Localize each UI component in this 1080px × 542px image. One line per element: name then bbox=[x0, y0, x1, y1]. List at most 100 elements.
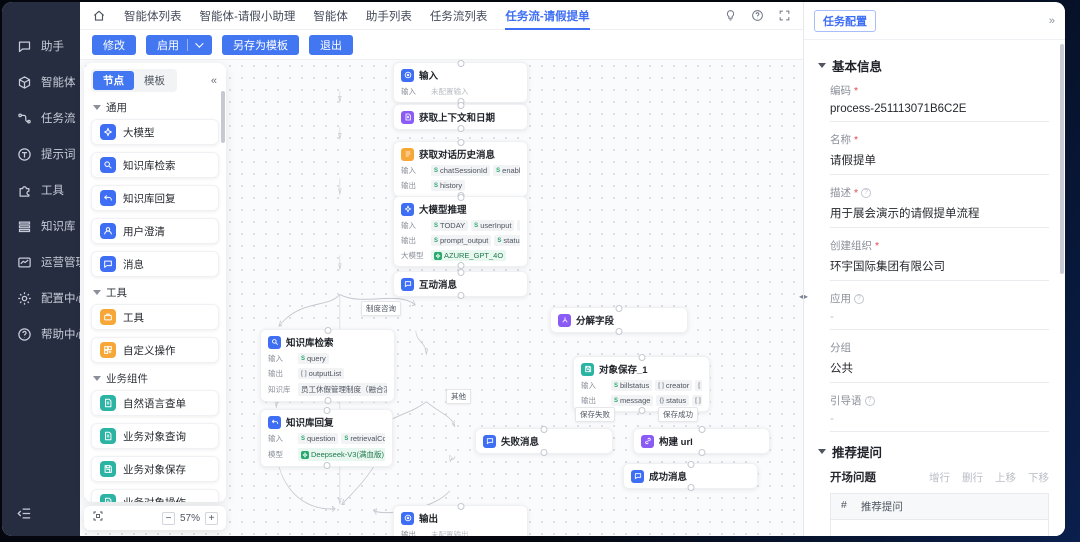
palette-item[interactable]: 工具 bbox=[91, 304, 219, 330]
field-value[interactable]: - bbox=[830, 408, 1049, 432]
row-label: 输出 bbox=[401, 181, 416, 190]
model-icon bbox=[301, 450, 309, 459]
toolbar-button-3[interactable]: 退出 bbox=[309, 34, 353, 55]
field-value[interactable]: - bbox=[830, 306, 1049, 330]
palette-section-title[interactable]: 工具 bbox=[93, 285, 217, 300]
flow-node-success-msg[interactable]: 成功消息 bbox=[623, 463, 758, 489]
caret-down-icon bbox=[818, 63, 826, 68]
collapse-palette-icon[interactable]: « bbox=[210, 74, 217, 87]
flow-node-input[interactable]: 输入输入未配置输入 bbox=[393, 62, 528, 103]
help-icon[interactable] bbox=[751, 9, 764, 22]
section-suggest[interactable]: 推荐提问 bbox=[818, 442, 1049, 461]
field-value[interactable]: 环宇国际集团有限公司 bbox=[830, 253, 1049, 281]
opening-questions-label: 开场问题 bbox=[830, 472, 876, 484]
page-icon bbox=[401, 110, 414, 124]
zoom-out-button[interactable]: − bbox=[161, 511, 175, 525]
toolbar-button-1[interactable]: 启用 bbox=[146, 34, 212, 55]
palette-item[interactable]: 自定义操作 bbox=[91, 337, 219, 363]
nav-tab-3[interactable]: 助手列表 bbox=[365, 10, 412, 23]
flow-node-output[interactable]: 输出输出未配置输出 bbox=[393, 505, 528, 536]
palette-item[interactable]: 用户澄清 bbox=[91, 218, 219, 244]
field-value[interactable]: 用于展会演示的请假提单流程 bbox=[830, 200, 1049, 228]
col-question: 推荐提问 bbox=[860, 501, 903, 513]
node-title: 成功消息 bbox=[649, 472, 688, 483]
chat-icon bbox=[483, 434, 496, 448]
sidebar-item-2[interactable]: 任务流 bbox=[2, 100, 80, 136]
palette-scrollbar[interactable] bbox=[221, 91, 225, 143]
palette-item[interactable]: 知识库回复 bbox=[91, 185, 219, 211]
palette-section-title[interactable]: 业务组件 bbox=[93, 371, 217, 386]
edge-label: 制度咨询 bbox=[361, 301, 401, 316]
param-tag: {}status bbox=[656, 395, 690, 406]
palette-tab-0[interactable]: 节点 bbox=[93, 71, 134, 90]
flow-node-interactive-msg[interactable]: 互动消息 bbox=[393, 271, 528, 297]
node-title: 输入 bbox=[419, 71, 439, 82]
flow-node-fail-msg[interactable]: 失败消息 bbox=[475, 428, 613, 454]
palette-section-title[interactable]: 通用 bbox=[93, 100, 217, 115]
palette-item[interactable]: 消息 bbox=[91, 251, 219, 277]
field-value[interactable]: 请假提单 bbox=[830, 147, 1049, 175]
sidebar-item-8[interactable]: 帮助中心 bbox=[2, 316, 87, 352]
home-icon[interactable] bbox=[92, 9, 106, 23]
fullscreen-icon[interactable] bbox=[778, 9, 791, 22]
field-value[interactable]: process-251113071B6C2E bbox=[830, 98, 1049, 122]
sidebar-item-6[interactable]: 运营管理 bbox=[2, 244, 87, 280]
flow-node-get-history[interactable]: 获取对话历史消息输入SchatSessionIdSenableTopStop输出… bbox=[393, 141, 528, 197]
node-palette: 节点模板 « 通用大模型知识库检索知识库回复用户澄清消息工具工具自定义操作业务组… bbox=[84, 63, 226, 502]
flow-node-get-context[interactable]: 获取上下文和日期 bbox=[393, 104, 528, 130]
action-0[interactable]: 增行 bbox=[929, 471, 950, 484]
collapse-sidebar-icon[interactable] bbox=[17, 506, 32, 526]
sidebar-item-4[interactable]: 工具 bbox=[2, 172, 80, 208]
config-scrollbar[interactable] bbox=[1060, 44, 1064, 274]
bulb-icon[interactable] bbox=[724, 9, 737, 22]
action-1[interactable]: 删行 bbox=[962, 471, 983, 484]
sidebar-item-0[interactable]: 助手 bbox=[2, 28, 80, 64]
zoom-in-button[interactable]: + bbox=[205, 511, 218, 525]
flow-node-split-fields[interactable]: 分解字段 bbox=[550, 307, 688, 333]
sidebar-items: 助手智能体任务流提示词工具知识库运营管理配置中心帮助中心 bbox=[2, 28, 87, 352]
param-tag: [ ]org bbox=[695, 380, 702, 391]
palette-item[interactable]: 知识库检索 bbox=[91, 152, 219, 178]
sidebar-item-3[interactable]: 提示词 bbox=[2, 136, 80, 172]
nav-tab-4[interactable]: 任务流列表 bbox=[429, 10, 488, 23]
param-tag: Sstatus bbox=[494, 235, 520, 246]
action-3[interactable]: 下移 bbox=[1028, 471, 1049, 484]
chat-icon bbox=[17, 39, 32, 54]
palette-item[interactable]: 大模型 bbox=[91, 119, 219, 145]
section-basic-info[interactable]: 基本信息 bbox=[818, 56, 1049, 75]
nav-tab-2[interactable]: 智能体 bbox=[313, 10, 348, 23]
flow-node-kb-reply[interactable]: 知识库回复输入SquestionSretrievalContent模型Deeps… bbox=[260, 409, 393, 467]
palette-item[interactable]: 业务对象保存 bbox=[91, 456, 219, 482]
panel-resize-handle[interactable]: ◂▸ bbox=[798, 292, 809, 301]
lines-icon bbox=[401, 147, 414, 161]
nav-tab-0[interactable]: 智能体列表 bbox=[124, 10, 182, 23]
sidebar-item-1[interactable]: 智能体 bbox=[2, 64, 80, 100]
nav-tab-5[interactable]: 任务流-请假提单 bbox=[505, 2, 591, 30]
col-index: # bbox=[841, 499, 847, 511]
palette-item[interactable]: 业务对象操作 bbox=[91, 489, 219, 502]
palette-tab-1[interactable]: 模板 bbox=[144, 75, 165, 87]
row-label: 知识库 bbox=[268, 385, 291, 394]
action-2[interactable]: 上移 bbox=[995, 471, 1016, 484]
fit-screen-icon[interactable] bbox=[92, 509, 104, 527]
field-label: 编码* bbox=[830, 84, 859, 98]
flow-node-llm[interactable]: 大模型推理输入STODAYSuserInputShistory输出Sprompt… bbox=[393, 196, 528, 267]
palette-item[interactable]: 自然语言查单 bbox=[91, 390, 219, 416]
toolbar-button-2[interactable]: 另存为模板 bbox=[222, 34, 299, 55]
collapse-config-panel-icon[interactable]: » bbox=[1048, 15, 1055, 27]
chat-icon bbox=[100, 256, 116, 272]
sidebar-item-7[interactable]: 配置中心 bbox=[2, 280, 87, 316]
model-tag: Deepseek-V3(满血版) bbox=[298, 448, 385, 461]
palette-item[interactable]: 业务对象查询 bbox=[91, 423, 219, 449]
field-value[interactable]: 公共 bbox=[830, 355, 1049, 383]
sidebar-item-5[interactable]: 知识库 bbox=[2, 208, 80, 244]
nav-tab-1[interactable]: 智能体-请假小助理 bbox=[199, 10, 296, 23]
tab-task-config[interactable]: 任务配置 bbox=[814, 10, 876, 32]
toolbar-button-0[interactable]: 修改 bbox=[92, 34, 136, 55]
flow-node-build-url[interactable]: 构建 url bbox=[633, 428, 770, 454]
